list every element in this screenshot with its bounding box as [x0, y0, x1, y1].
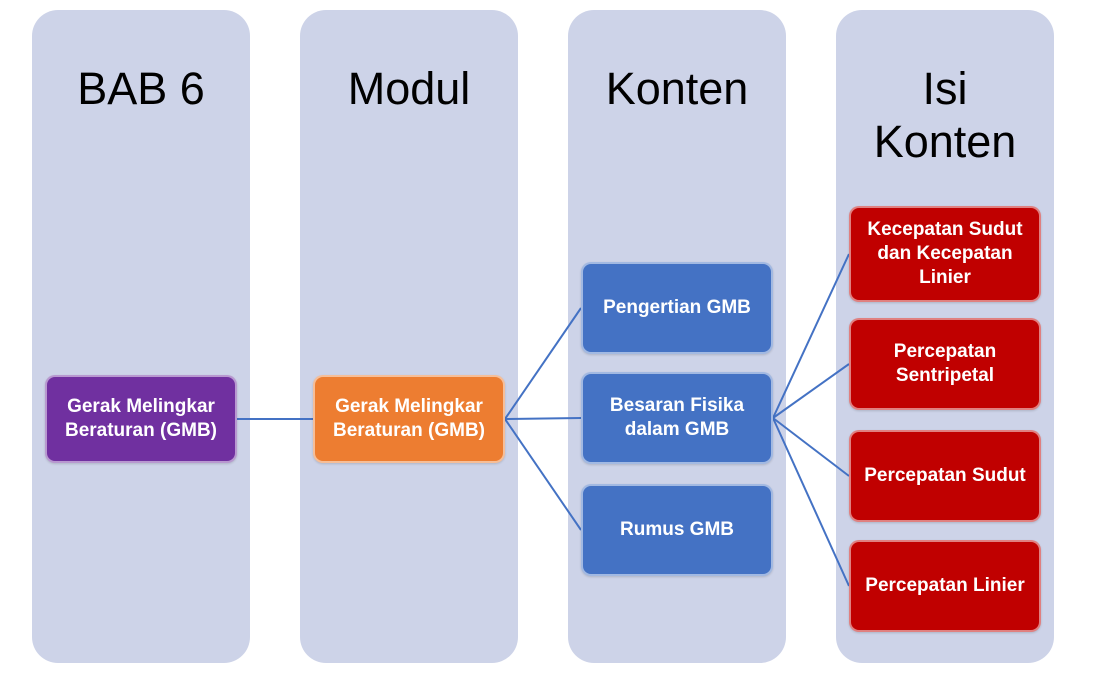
- column-isi-konten: Isi Konten Kecepatan Sudut dan Kecepatan…: [836, 10, 1054, 663]
- column-modul: Modul Gerak Melingkar Beraturan (GMB): [300, 10, 518, 663]
- column-title-modul: Modul: [347, 63, 471, 114]
- node-percepatan-linier: Percepatan Linier: [849, 540, 1041, 632]
- column-konten: Konten Pengertian GMB Besaran Fisika dal…: [568, 10, 786, 663]
- column-bab6: BAB 6 Gerak Melingkar Beraturan (GMB): [32, 10, 250, 663]
- column-title-konten: Konten: [605, 63, 749, 114]
- node-besaran-fisika: Besaran Fisika dalam GMB: [581, 372, 773, 464]
- column-title-isi-konten: Isi Konten: [873, 63, 1017, 168]
- column-title-bab6: BAB 6: [77, 63, 205, 114]
- node-bab6-gmb: Gerak Melingkar Beraturan (GMB): [45, 375, 237, 463]
- node-percepatan-sentripetal: Percepatan Sentripetal: [849, 318, 1041, 410]
- node-kecepatan-sudut-linier: Kecepatan Sudut dan Kecepatan Linier: [849, 206, 1041, 302]
- node-percepatan-sudut: Percepatan Sudut: [849, 430, 1041, 522]
- node-modul-gmb: Gerak Melingkar Beraturan (GMB): [313, 375, 505, 463]
- node-pengertian-gmb: Pengertian GMB: [581, 262, 773, 354]
- node-rumus-gmb: Rumus GMB: [581, 484, 773, 576]
